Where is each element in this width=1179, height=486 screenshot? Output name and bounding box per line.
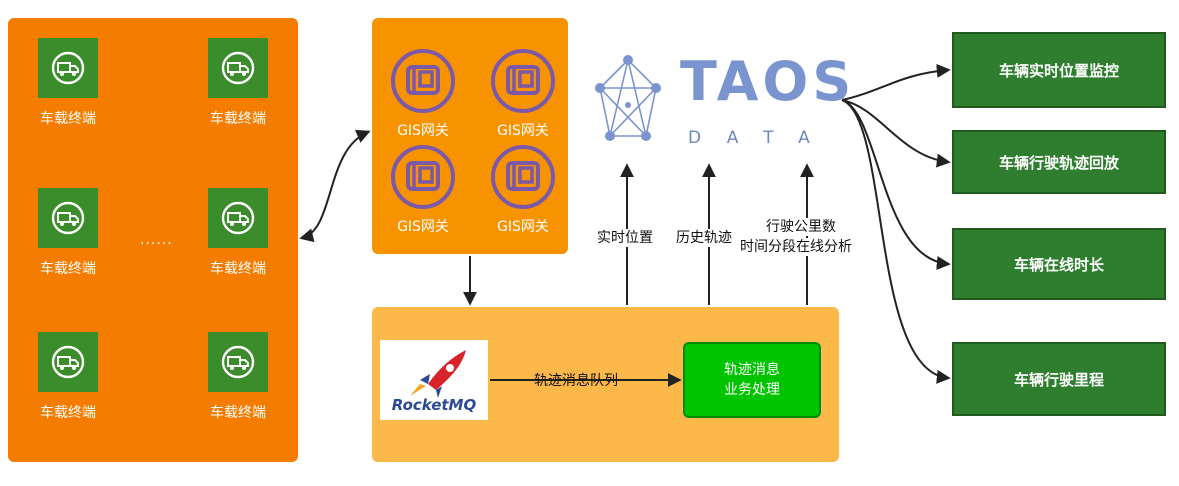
taos-output-connector	[841, 63, 951, 101]
realtime-label: 实时位置	[597, 229, 653, 247]
mileage-label: 行驶公里数	[766, 218, 836, 236]
taos-output-connector	[841, 99, 951, 168]
gis-gateway-label: GIS网关	[397, 219, 449, 235]
output-label: 车辆行驶里程	[1013, 370, 1104, 389]
vehicle-terminal-label: 车载终端	[210, 111, 266, 127]
vehicle-terminal: 车载终端	[193, 188, 283, 278]
gateway-chip-icon	[391, 145, 455, 209]
truck-in-circle-icon	[208, 38, 268, 98]
vehicle-terminal-label: 车载终端	[40, 261, 96, 277]
history-label: 历史轨迹	[676, 229, 732, 247]
processor-line2: 业务处理	[724, 382, 780, 398]
vehicle-terminal: 车载终端	[23, 332, 113, 422]
output-label: 车辆在线时长	[1013, 255, 1104, 274]
gis-gateway: GIS网关	[478, 142, 568, 236]
vehicle-terminal-label: 车载终端	[40, 111, 96, 127]
taos-output-connector	[841, 99, 951, 270]
output-online-duration: 车辆在线时长	[952, 228, 1166, 300]
truck-in-circle-icon	[208, 188, 268, 248]
gis-gateway: GIS网关	[478, 46, 568, 140]
gateway-chip-icon	[491, 49, 555, 113]
vehicle-terminal-label: 车载终端	[210, 261, 266, 277]
gateway-chip-icon	[391, 49, 455, 113]
queue-label: 轨迹消息队列	[534, 373, 618, 389]
truck-in-circle-icon	[208, 332, 268, 392]
online-analysis-label: 时间分段在线分析	[740, 238, 852, 256]
output-mileage: 车辆行驶里程	[952, 342, 1166, 416]
output-realtime-monitor: 车辆实时位置监控	[952, 32, 1166, 108]
truck-in-circle-icon	[38, 332, 98, 392]
gis-gateway-label: GIS网关	[497, 219, 549, 235]
truck-in-circle-icon	[38, 38, 98, 98]
rocket-icon	[410, 350, 466, 398]
track-message-processor: 轨迹消息 业务处理	[683, 342, 821, 418]
gis-gateway-label: GIS网关	[397, 123, 449, 139]
rocketmq-logo-text: RocketMQ	[391, 396, 477, 414]
terminal-gateway-connector	[299, 129, 371, 243]
output-label: 车辆实时位置监控	[998, 61, 1119, 80]
truck-in-circle-icon	[38, 188, 98, 248]
taos-output-connector	[841, 99, 951, 384]
gateway-chip-icon	[491, 145, 555, 209]
taos-logo-subtext: DATA	[688, 128, 836, 148]
rocketmq-logo: RocketMQ	[380, 340, 488, 420]
vehicle-terminal: 车载终端	[193, 332, 283, 422]
vehicle-terminal: 车载终端	[193, 38, 283, 128]
gis-gateway-label: GIS网关	[497, 123, 549, 139]
output-label: 车辆行驶轨迹回放	[998, 153, 1119, 172]
vehicle-terminal-label: 车载终端	[40, 405, 96, 421]
processor-line1: 轨迹消息	[724, 362, 780, 378]
gis-gateway: GIS网关	[378, 142, 468, 236]
vehicle-terminal-label: 车载终端	[210, 405, 266, 421]
vehicle-terminal: 车载终端	[23, 38, 113, 128]
terminal-ellipsis: ......	[140, 232, 173, 248]
taos-logo-text: TAOS	[680, 50, 856, 113]
output-track-playback: 车辆行驶轨迹回放	[952, 130, 1166, 194]
vehicle-terminal: 车载终端	[23, 188, 113, 278]
gis-gateway: GIS网关	[378, 46, 468, 140]
